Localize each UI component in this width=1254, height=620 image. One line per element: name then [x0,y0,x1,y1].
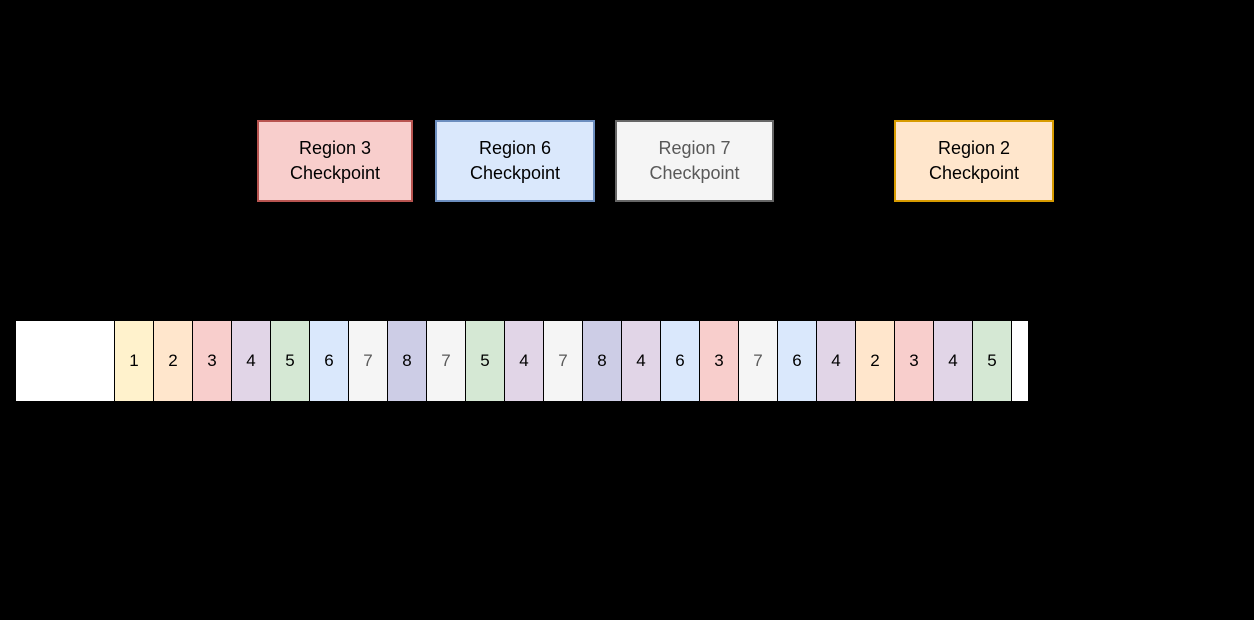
log-blank-trailing [1011,320,1029,402]
log-cell: 6 [660,320,700,402]
log-cell: 4 [933,320,973,402]
checkpoint-region-7: Region 7 Checkpoint [615,120,774,202]
log-cell: 3 [699,320,739,402]
log-cell: 2 [855,320,895,402]
checkpoint-label-line2: Checkpoint [928,163,1020,183]
checkpoint-label-line2: Checkpoint [289,163,381,183]
log-cell: 4 [504,320,544,402]
checkpoint-region-6: Region 6 Checkpoint [435,120,595,202]
log-cell: 5 [465,320,505,402]
log-cell: 4 [621,320,661,402]
log-cell: 5 [270,320,310,402]
checkpoint-region-3: Region 3 Checkpoint [257,120,413,202]
log-cell: 7 [738,320,778,402]
log-cell: 7 [426,320,466,402]
log-cell: 8 [387,320,427,402]
checkpoint-label-line1: Region 6 [478,137,552,158]
checkpoint-label-line1: Region 2 [937,137,1011,158]
log-blank-leading [15,320,115,402]
log-cell: 4 [231,320,271,402]
log-cell: 6 [777,320,817,402]
checkpoint-label-line2: Checkpoint [469,163,561,183]
log-cell: 3 [192,320,232,402]
log-cell: 7 [543,320,583,402]
log-cell: 7 [348,320,388,402]
log-cell: 1 [114,320,154,402]
log-cell: 6 [309,320,349,402]
checkpoint-region-2: Region 2 Checkpoint [894,120,1054,202]
log-cell: 8 [582,320,622,402]
log-cell: 3 [894,320,934,402]
log-cell: 4 [816,320,856,402]
checkpoint-label-line1: Region 7 [658,137,731,158]
checkpoint-label-line1: Region 3 [298,137,372,158]
log-cell: 2 [153,320,193,402]
checkpoint-label-line2: Checkpoint [649,163,740,183]
log-cell: 5 [972,320,1012,402]
